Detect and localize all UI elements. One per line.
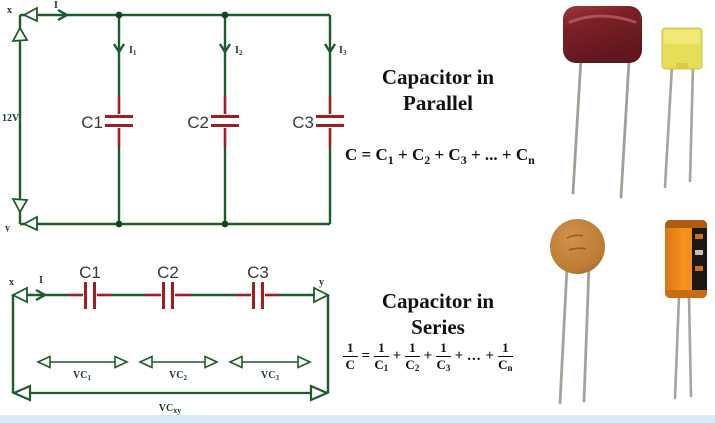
node-y-label: y — [319, 277, 324, 288]
capacitor-symbol-c2 — [211, 96, 239, 147]
series-title: Capacitor in Series — [348, 288, 528, 340]
voltage-source-label: 12V — [2, 113, 20, 124]
term-c2: C2 — [411, 145, 431, 167]
term-cn: Cn — [515, 145, 535, 167]
capacitor-symbol-c2 — [146, 282, 190, 309]
current-arrow-main — [57, 8, 70, 22]
capacitor-c1-label: C1 — [81, 113, 103, 132]
series-wires — [11, 288, 330, 393]
node-x-label: x — [9, 277, 14, 288]
capacitor-symbol-c3 — [316, 96, 344, 147]
series-title-line1: Capacitor in — [381, 289, 495, 313]
branch-current-1-label: I1 — [129, 45, 137, 57]
main-current-label: I — [54, 0, 58, 11]
capacitor-c3-label: C3 — [247, 263, 269, 282]
parallel-circuit-diagram: x y 12V I I1 I2 I3 C1 C2 C3 — [2, 0, 347, 232]
current-arrow-i2 — [218, 43, 232, 55]
photo-ceramic-disc-capacitor — [550, 219, 605, 405]
parallel-title-line2: Parallel — [403, 91, 473, 115]
capacitor-c1-label: C1 — [79, 263, 101, 282]
formula-lhs: C — [345, 145, 358, 164]
capacitor-symbol-c1 — [68, 282, 112, 309]
current-arrow-series — [35, 288, 48, 302]
branch-current-2-label: I2 — [235, 45, 243, 57]
node-x-label: x — [7, 5, 12, 16]
series-circuit-diagram: x I y C1 C2 C3 VC1 VC2 VC3 VCxy — [9, 263, 331, 415]
current-arrow-i1 — [112, 43, 126, 55]
capacitor-c2-label: C2 — [157, 263, 179, 282]
node-arrowheads — [11, 6, 38, 232]
bottom-strip — [0, 415, 715, 423]
term-c1: C1 — [375, 145, 394, 167]
vc3-label: VC3 — [261, 370, 279, 382]
photo-red-film-capacitor — [563, 6, 642, 199]
capacitor-symbol-c1 — [105, 96, 133, 147]
vc2-span-arrow — [138, 355, 219, 369]
current-label: I — [39, 275, 43, 286]
junction-dots — [115, 11, 229, 228]
parallel-formula: C = C1 + C2 + C3 + ... + Cn — [345, 145, 535, 167]
photo-yellow-film-capacitor — [661, 27, 703, 189]
series-node-arrowheads — [10, 286, 331, 304]
parallel-title-line1: Capacitor in — [381, 65, 495, 89]
vc2-label: VC2 — [169, 370, 187, 382]
node-y-label: y — [5, 223, 10, 232]
photo-electrolytic-capacitor — [665, 220, 707, 400]
capacitor-photos-panel — [550, 6, 707, 405]
capacitor-c3-label: C3 — [292, 113, 314, 132]
parallel-wires — [18, 8, 337, 226]
vc1-span-arrow — [36, 355, 129, 369]
vcxy-label: VCxy — [159, 403, 181, 415]
vcxy-span-arrow — [11, 384, 330, 402]
parallel-capacitor-symbols — [105, 96, 344, 147]
vc3-span-arrow — [228, 355, 312, 369]
series-title-line2: Series — [411, 315, 465, 339]
current-arrow-i3 — [323, 43, 337, 55]
branch-current-3-label: I3 — [339, 45, 347, 57]
capacitor-c2-label: C2 — [187, 113, 209, 132]
series-capacitor-symbols — [68, 282, 280, 309]
parallel-title: Capacitor in Parallel — [348, 64, 528, 116]
vc1-label: VC1 — [73, 370, 91, 382]
capacitor-symbol-c3 — [236, 282, 280, 309]
voltage-span-arrows — [11, 355, 330, 402]
term-c3: C3 — [448, 145, 467, 167]
